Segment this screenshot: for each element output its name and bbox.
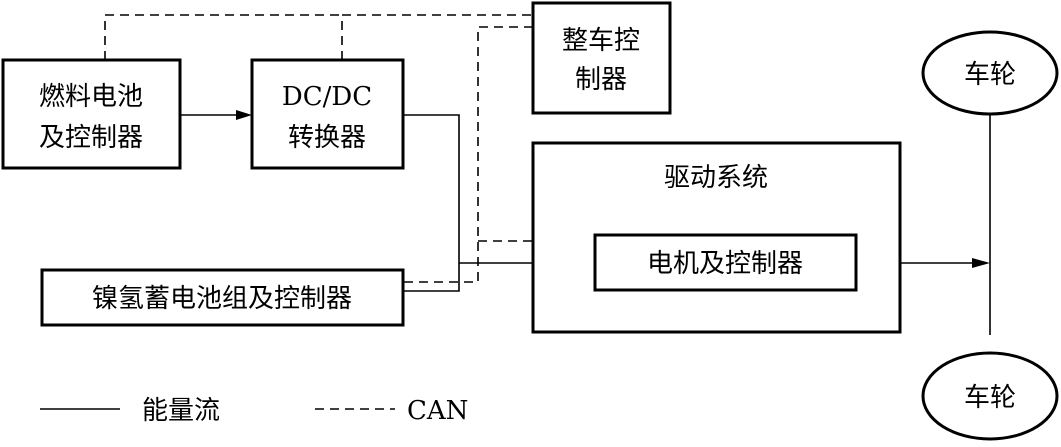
fuel-cell-label-line1: 燃料电池 <box>39 82 143 112</box>
wheel-top-label: 车轮 <box>964 60 1016 90</box>
vehicle-controller-label-line1: 整车控 <box>562 26 640 56</box>
energy-line-dcdc-to-bus <box>403 114 460 263</box>
dcdc-converter-box <box>250 58 405 170</box>
energy-line-battery-to-bus <box>403 263 460 292</box>
dcdc-label-line1: DC/DC <box>282 82 372 112</box>
fuel-cell-box <box>1 58 182 170</box>
wheel-top <box>921 30 1059 116</box>
drive-system-label: 驱动系统 <box>664 163 768 193</box>
legend-can-label: CAN <box>407 396 468 426</box>
legend: 能量流 CAN <box>40 396 468 426</box>
energy-flow-lines <box>180 110 991 335</box>
motor-controller-label: 电机及控制器 <box>647 249 803 279</box>
fuel-cell-label-line2: 及控制器 <box>39 123 143 153</box>
can-line-vertical-bus <box>403 26 533 283</box>
arrow-motor-to-axle <box>972 258 990 268</box>
arrow-fuel-cell-to-dcdc <box>236 110 252 120</box>
vehicle-controller-box <box>531 1 672 115</box>
can-line-fuel-cell <box>104 14 342 60</box>
vehicle-controller-label-line2: 制器 <box>575 65 627 95</box>
battery-box <box>40 268 405 327</box>
battery-label: 镍氢蓄电池组及控制器 <box>92 284 352 314</box>
wheel-bottom-label: 车轮 <box>964 383 1016 413</box>
legend-energy-flow-label: 能量流 <box>142 396 220 426</box>
dcdc-label-line2: 转换器 <box>288 123 366 153</box>
motor-controller-box <box>593 233 858 292</box>
wheel-bottom <box>921 351 1059 441</box>
